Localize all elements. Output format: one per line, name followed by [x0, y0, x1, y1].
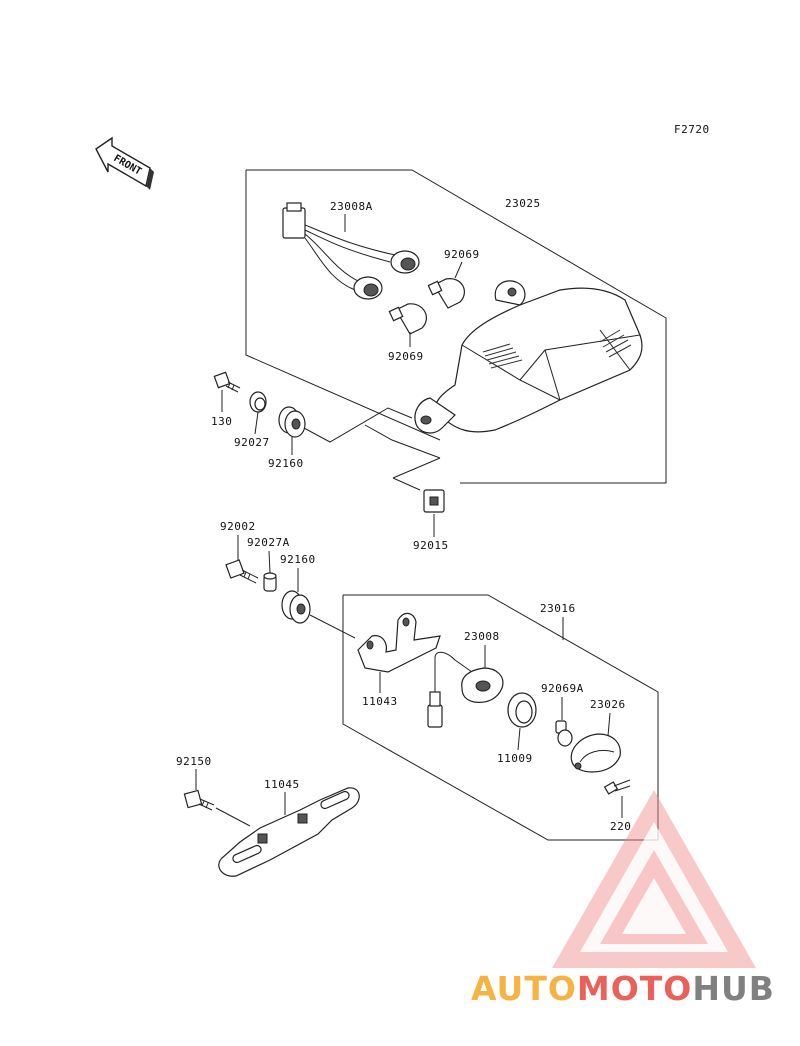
label-23016: 23016: [540, 602, 576, 615]
watermark-part-auto: AUTO: [471, 969, 577, 1008]
label-220: 220: [610, 820, 631, 833]
svg-text:AUTOMOTOHUB: AUTOMOTOHUB: [471, 969, 775, 1008]
bulb-92069A: [555, 720, 573, 747]
label-92160-b: 92160: [280, 553, 316, 566]
tail-lamp-housing: [414, 280, 643, 434]
label-92069-top: 92069: [444, 248, 480, 261]
screw-220: [603, 779, 631, 795]
watermark-part-hub: HUB: [692, 969, 775, 1008]
bolt-92150: [183, 789, 215, 811]
assembly-outline-23025: [246, 169, 667, 484]
automotohub-logo: AUTOMOTOHUB: [471, 790, 775, 1008]
front-arrow-icon: FRONT: [95, 136, 154, 190]
bulb-92069-upper: [427, 278, 465, 309]
label-92160-a: 92160: [268, 457, 304, 470]
lens-23026: [570, 733, 621, 773]
watermark-part-moto: MOTO: [577, 969, 692, 1008]
label-130: 130: [211, 415, 232, 428]
label-23026: 23026: [590, 698, 626, 711]
label-23008: 23008: [464, 630, 500, 643]
label-11043: 11043: [362, 695, 398, 708]
label-92069-low: 92069: [388, 350, 424, 363]
label-92015: 92015: [413, 539, 449, 552]
label-11045: 11045: [264, 778, 300, 791]
label-92002: 92002: [220, 520, 256, 533]
socket-23008: [427, 651, 504, 728]
bolt-130: [213, 371, 241, 393]
assembly-outline-23025-left: [245, 170, 441, 441]
label-11009: 11009: [497, 752, 533, 765]
label-92069A: 92069A: [541, 682, 584, 695]
wire-harness-23008A: [282, 202, 420, 300]
grommet-92160-upper: [278, 406, 306, 438]
label-92027: 92027: [234, 436, 270, 449]
label-23008A: 23008A: [330, 200, 373, 213]
collar-92027: [249, 391, 267, 413]
bulb-92069-lower: [388, 303, 427, 335]
label-23025: 23025: [505, 197, 541, 210]
label-92150: 92150: [176, 755, 212, 768]
bracket-11043: [357, 612, 441, 673]
nut-92015: [423, 489, 445, 513]
bolt-92002: [225, 559, 259, 584]
assembly-outline-23016: [342, 594, 659, 841]
label-92027A: 92027A: [247, 536, 290, 549]
collar-92027A: [263, 572, 277, 592]
plate-bracket-11045: [218, 787, 360, 877]
gasket-11009: [507, 692, 537, 728]
grommet-92160-lower: [281, 590, 311, 624]
figure-code: F2720: [674, 123, 710, 136]
